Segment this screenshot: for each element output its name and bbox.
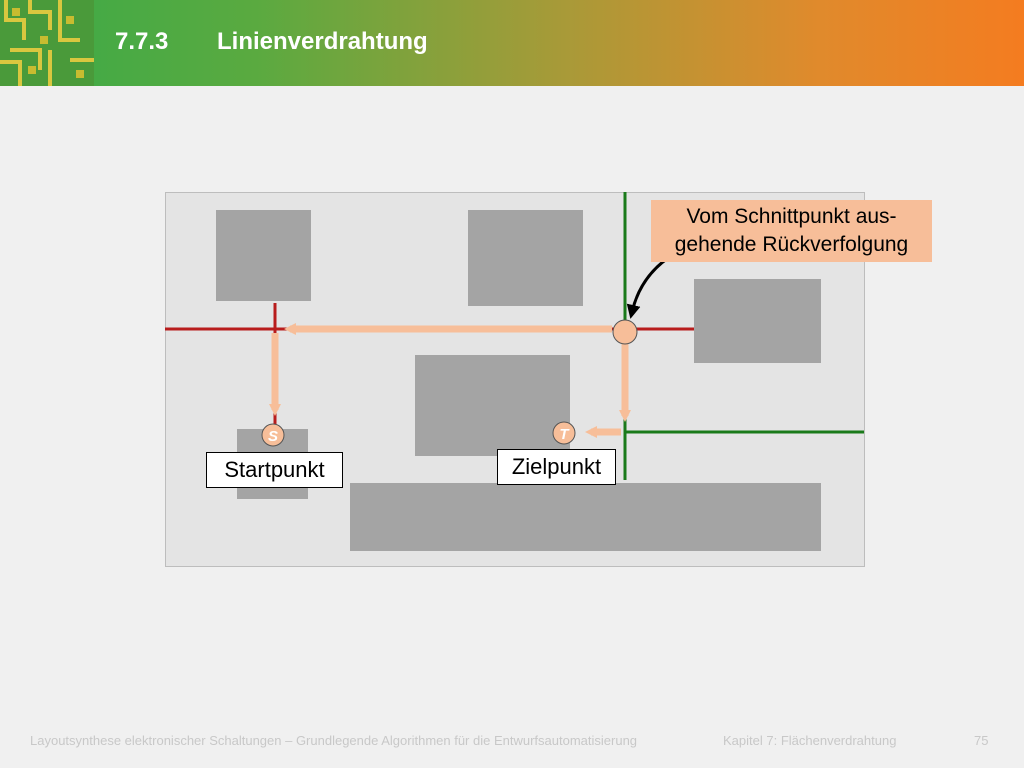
page-title: Linienverdrahtung bbox=[217, 28, 428, 55]
blockage-4 bbox=[415, 355, 570, 456]
blockage-3 bbox=[694, 279, 821, 363]
blockage-6 bbox=[350, 483, 821, 551]
callout-line-2: gehende Rückverfolgung bbox=[674, 233, 909, 256]
backtrace-callout: Vom Schnittpunkt aus- gehende Rückverfol… bbox=[651, 200, 932, 262]
header-bar: 7.7.3 Linienverdrahtung bbox=[0, 0, 1024, 86]
intersection-point bbox=[612, 319, 638, 345]
circuit-logo-icon bbox=[0, 0, 94, 86]
start-marker bbox=[261, 423, 285, 447]
footer-book-title: Layoutsynthese elektronischer Schaltunge… bbox=[30, 733, 638, 748]
footer-chapter: Kapitel 7: Flächenverdrahtung bbox=[723, 733, 897, 748]
footer-page-number: 75 bbox=[974, 733, 989, 748]
blockage-1 bbox=[216, 210, 311, 301]
start-marker-label: S bbox=[268, 428, 278, 445]
callout-line-1: Vom Schnittpunkt aus- bbox=[686, 205, 897, 228]
target-marker-label: T bbox=[559, 426, 570, 443]
target-marker bbox=[552, 421, 576, 445]
start-label: Startpunkt bbox=[206, 452, 343, 488]
section-number: 7.7.3 bbox=[115, 28, 169, 55]
target-label: Zielpunkt bbox=[497, 449, 616, 485]
blockage-2 bbox=[468, 210, 583, 306]
